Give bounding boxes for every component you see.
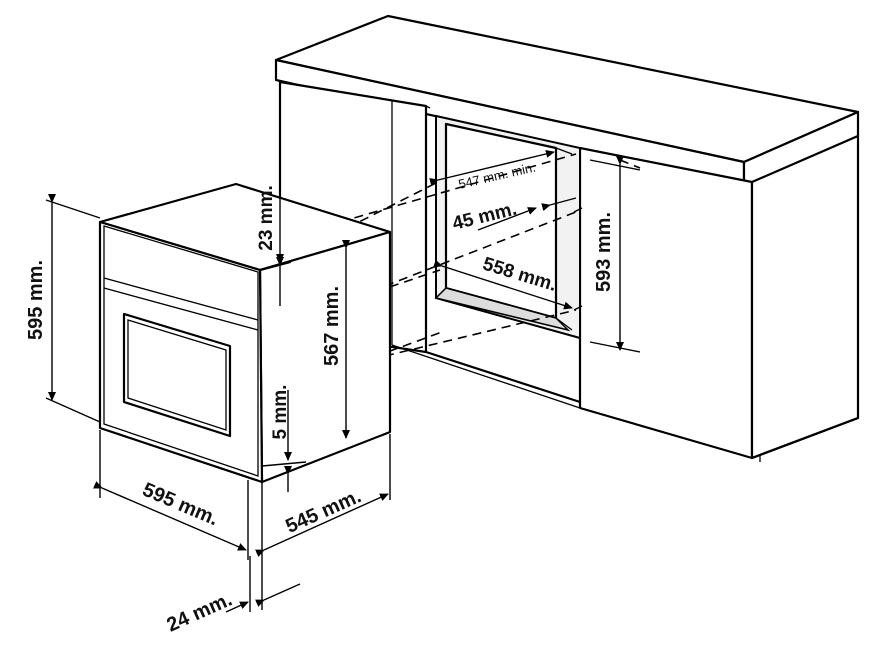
label-oven-depth: 545 mm. bbox=[283, 485, 365, 538]
label-cavity-height: 593 mm. bbox=[593, 212, 615, 292]
label-oven-width: 595 mm. bbox=[139, 479, 221, 531]
cabinet-side bbox=[750, 134, 860, 460]
built-in-oven bbox=[98, 182, 392, 484]
right-cabinet-door bbox=[578, 146, 754, 460]
label-body-height: 567 mm. bbox=[321, 286, 343, 366]
label-front-depth: 24 mm. bbox=[164, 588, 236, 636]
dimension-lines bbox=[45, 149, 641, 613]
label-top-gap: 23 mm. bbox=[256, 185, 277, 250]
label-bottom-gap: 5 mm. bbox=[270, 385, 291, 440]
label-oven-height: 595 mm. bbox=[25, 260, 47, 340]
